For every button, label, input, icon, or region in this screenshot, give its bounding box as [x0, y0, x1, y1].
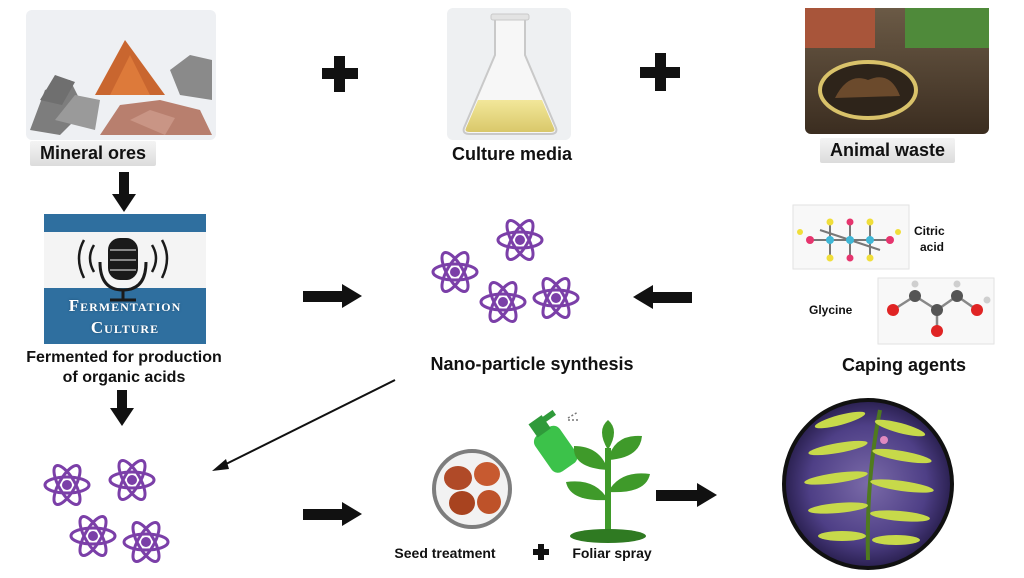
- culture-media-label: Culture media: [451, 144, 573, 164]
- fermentation-caption-line1: Fermented for production: [26, 349, 222, 366]
- atom-icon: [69, 511, 117, 561]
- arrow-icon: [633, 285, 692, 309]
- plus-icon: [533, 544, 549, 560]
- culture-media-image: [447, 8, 571, 140]
- atom-icon: [431, 247, 479, 297]
- fermentation-badge: [44, 214, 206, 344]
- citric-acid-label-line2: acid: [920, 240, 945, 254]
- animal-waste-image: [805, 8, 989, 134]
- mineral-ores-label: Mineral ores: [30, 141, 157, 166]
- microphone-icon: [77, 238, 169, 302]
- fermentation-badge-line1: Fermentation: [68, 296, 182, 315]
- seed-treatment-image: [432, 449, 512, 529]
- arrow-icon: [303, 502, 362, 526]
- nano-particle-synthesis-label: Nano-particle synthesis: [430, 354, 634, 374]
- arrow-icon: [212, 379, 396, 471]
- plant-growth-image: [782, 398, 954, 570]
- nano-particles-cluster: [43, 455, 170, 567]
- citric-acid-label-line1: Citric: [914, 224, 945, 238]
- capping-agents-label: Caping agents: [841, 355, 967, 375]
- arrow-icon: [656, 483, 717, 507]
- plus-icon: [322, 56, 358, 92]
- fermentation-caption-line2: of organic acids: [62, 369, 186, 386]
- atom-icon: [532, 273, 580, 323]
- glycine-molecule: [877, 277, 995, 345]
- atom-icon: [479, 277, 527, 327]
- atom-icon: [122, 517, 170, 567]
- foliar-spray-label: Foliar spray: [572, 545, 652, 561]
- arrow-icon: [110, 390, 134, 426]
- seed-treatment-label: Seed treatment: [394, 545, 496, 561]
- atom-icon: [108, 455, 156, 505]
- glycine-label: Glycine: [809, 303, 853, 317]
- mineral-ores-image: [26, 10, 216, 140]
- nano-particles-cluster: [431, 215, 580, 327]
- atom-icon: [43, 460, 91, 510]
- arrow-icon: [303, 284, 362, 308]
- seedling-icon: [566, 420, 650, 543]
- atom-icon: [496, 215, 544, 265]
- citric-acid-molecule: [792, 204, 910, 270]
- animal-waste-label: Animal waste: [820, 138, 956, 163]
- spray-bottle-icon: [528, 409, 580, 473]
- fermentation-badge-line2: Culture: [90, 318, 160, 337]
- plus-icon: [640, 53, 680, 91]
- arrow-icon: [112, 172, 136, 212]
